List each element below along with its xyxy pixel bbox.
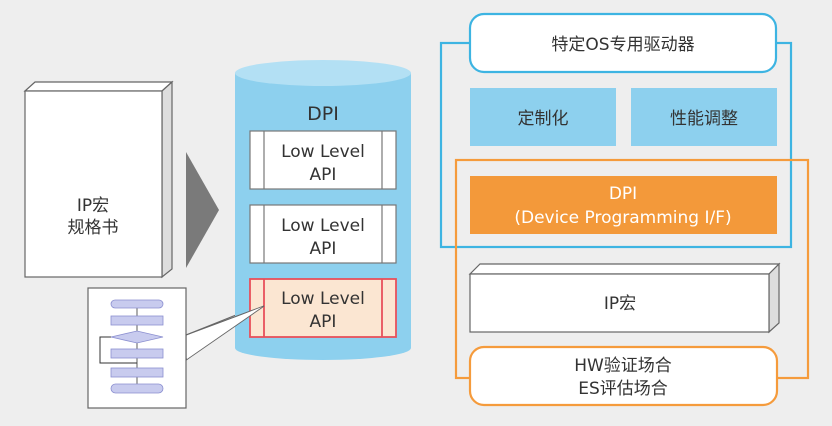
api-label-line1: Low Level: [281, 142, 365, 162]
dpi-cylinder: DPI Low Level API Low Level API Low Leve…: [235, 60, 411, 360]
hw-eval-label-line1: HW验证场合: [574, 356, 672, 376]
callout-edge: [185, 305, 265, 361]
book-top-face: [23, 81, 174, 92]
customize-box: [470, 88, 616, 146]
callout-fill: [187, 307, 262, 359]
flow-step: [110, 315, 164, 326]
triangle-right-icon: [186, 152, 219, 268]
dpi-interface-label-line2: (Device Programming I/F): [514, 208, 731, 228]
flow-step: [110, 348, 164, 359]
api-label-line1: Low Level: [281, 289, 365, 309]
flow-decision: [110, 330, 164, 344]
flow-start: [110, 299, 164, 309]
hw-eval-label-line2: ES评估场合: [578, 379, 668, 399]
cylinder-top: [235, 60, 411, 86]
flow-end: [110, 383, 164, 394]
api-label-line1: Low Level: [281, 216, 365, 236]
low-level-api-block: Low Level API: [249, 130, 397, 190]
book-side-face: [161, 80, 173, 279]
os-driver-box: [468, 12, 778, 74]
spec-book-label-line1: IP宏: [77, 196, 109, 216]
tuning-box: [631, 88, 777, 146]
flow-step: [110, 367, 164, 378]
tuning-label: 性能调整: [670, 109, 738, 129]
api-label-line2: API: [310, 165, 337, 185]
hw-eval-box: [468, 345, 779, 407]
low-level-api-block-highlighted: Low Level API: [249, 278, 397, 338]
ip-macro-label: IP宏: [604, 294, 636, 314]
book-front-face: [24, 90, 163, 278]
cylinder-bottom: [235, 336, 411, 360]
dpi-interface-label-line1: DPI: [609, 184, 637, 204]
dpi-interface-box: [470, 176, 777, 234]
spec-book: IP宏 规格书: [23, 80, 174, 279]
spec-book-label-line2: 规格书: [68, 218, 119, 238]
flowchart-inset: [87, 287, 187, 409]
low-level-api-block: Low Level API: [249, 204, 397, 264]
os-driver-label: 特定OS专用驱动器: [551, 35, 694, 55]
customize-label: 定制化: [518, 109, 569, 129]
dpi-cylinder-title: DPI: [307, 103, 339, 125]
api-label-line2: API: [310, 239, 337, 259]
flowchart-icon: [99, 299, 164, 394]
ip-macro-block: IP宏: [468, 262, 781, 334]
api-label-line2: API: [310, 312, 337, 332]
